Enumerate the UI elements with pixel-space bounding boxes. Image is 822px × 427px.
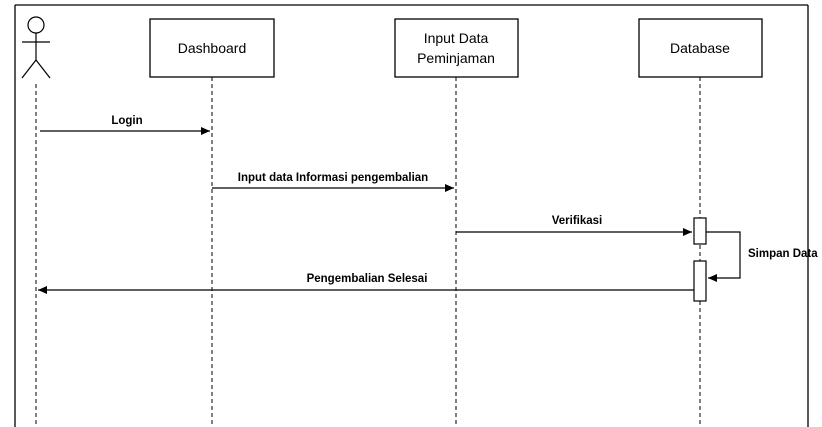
message-simpan-data-label: Simpan Data xyxy=(748,248,818,260)
message-login-label: Login xyxy=(111,115,142,127)
actor-head xyxy=(27,16,45,34)
actor-left-leg xyxy=(21,59,37,79)
database-activation-2 xyxy=(693,260,707,302)
actor-figure xyxy=(21,16,51,79)
dashboard-box xyxy=(149,18,275,78)
input-data-box xyxy=(394,18,519,78)
input-data-label-line1: Input Data xyxy=(424,30,489,46)
input-data-label-line2: Peminjaman xyxy=(417,50,495,66)
actor-right-leg xyxy=(35,59,51,79)
dashboard-label: Dashboard xyxy=(178,40,247,56)
database-activation-1 xyxy=(693,217,707,245)
message-verifikasi-label: Verifikasi xyxy=(552,215,603,227)
message-input-label: Input data Informasi pengembalian xyxy=(238,172,428,184)
message-selesai-label: Pengembalian Selesai xyxy=(307,273,428,285)
database-label: Database xyxy=(670,40,730,56)
message-simpan-data-arrow xyxy=(706,231,741,282)
